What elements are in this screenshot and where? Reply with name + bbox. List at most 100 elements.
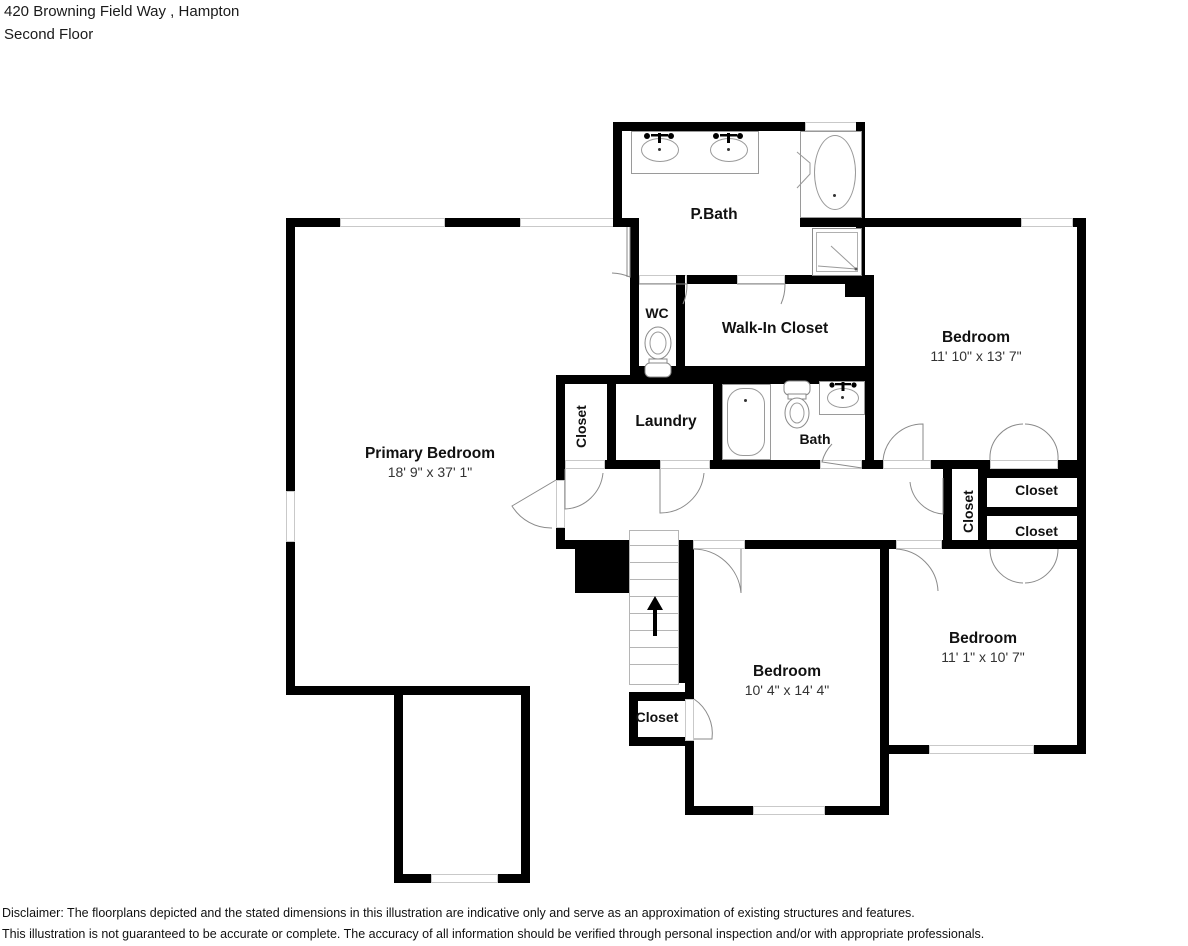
- label-closet-upper-right: Closet: [987, 481, 1086, 499]
- door-op-closet-stair: [685, 699, 694, 741]
- room-name: Primary Bedroom: [364, 445, 496, 462]
- label-laundry: Laundry: [616, 413, 716, 431]
- door-swing-closet-stair: [693, 698, 713, 740]
- stair-tread: [629, 579, 679, 580]
- faucet-left-icon: [644, 133, 674, 143]
- wall-closet-stair-bottom: [629, 737, 685, 746]
- faucet-right-icon: [713, 133, 743, 143]
- room-dimensions: 10' 4" x 14' 4": [744, 682, 830, 698]
- room-name: Closet: [635, 709, 679, 725]
- door-op-closet-tr: [990, 460, 1058, 469]
- door-op-primary-hall: [556, 480, 565, 528]
- wall-primary-left: [286, 218, 295, 690]
- stair-tread: [629, 664, 679, 665]
- door-swing-vcloset: [909, 478, 944, 515]
- oval-tub-icon: [814, 135, 856, 210]
- room-name: Bedroom: [752, 663, 822, 680]
- door-swing-closet-tr-left: [989, 423, 1024, 461]
- window-pbath-top: [805, 122, 861, 131]
- room-name: Laundry: [635, 413, 697, 430]
- label-walk-in-closet: Walk-In Closet: [690, 320, 860, 338]
- room-name: Closet: [960, 490, 976, 533]
- door-swing-walkin: [737, 283, 786, 305]
- door-op-walkin-top: [737, 275, 785, 284]
- wall-wc-right: [676, 275, 685, 375]
- wall-vcloset-bottom: [943, 540, 987, 549]
- wall-bath-right: [865, 375, 874, 469]
- door-swing-bedroom-center: [692, 548, 742, 594]
- stair-tread: [629, 596, 679, 597]
- room-name: P.Bath: [690, 206, 738, 223]
- door-swing-primary-bath: [611, 227, 631, 278]
- door-op-laundry: [660, 460, 710, 469]
- room-dimensions: 11' 10" x 13' 7": [930, 348, 1022, 364]
- room-name: Bedroom: [948, 630, 1018, 647]
- wall-pbath-left-lower: [630, 227, 639, 277]
- disclaimer-line-2: This illustration is not guaranteed to b…: [2, 927, 985, 941]
- wall-closets-right-bottom: [987, 540, 1086, 549]
- wall-bedroom-center-right: [880, 549, 889, 815]
- stair-void-block: [575, 547, 629, 593]
- window-primary-top-2: [520, 218, 620, 227]
- room-name: Closet: [1015, 523, 1058, 539]
- bath-sink-drain: [841, 396, 844, 399]
- wall-wc-left: [630, 275, 639, 375]
- wall-primary-bottom-left: [286, 686, 530, 695]
- door-swing-wc: [639, 283, 688, 305]
- sink-drain-right: [727, 148, 730, 151]
- property-address: 420 Browning Field Way , Hampton: [4, 3, 240, 20]
- wall-bedroom-tr-top: [865, 218, 1081, 227]
- label-closet-hall: Closet: [960, 490, 976, 533]
- label-bath: Bath: [775, 430, 855, 448]
- door-op-bedroom-center: [693, 540, 745, 549]
- room-name: Closet: [1015, 482, 1058, 498]
- door-swing-bedroom-tr: [882, 423, 924, 461]
- door-swing-closet-br-left: [989, 548, 1024, 584]
- wall-vcloset-left: [943, 469, 952, 549]
- wall-pbath-tub-bottom: [800, 218, 865, 227]
- door-op-bedroom-br: [896, 540, 942, 549]
- wall-walkin-right: [865, 275, 874, 375]
- room-dimensions: 11' 1" x 10' 7": [941, 649, 1025, 665]
- tub-step-icon: [796, 151, 811, 189]
- stair-tread: [629, 562, 679, 563]
- room-name: Closet: [573, 405, 589, 448]
- wall-closets-right-top: [987, 469, 1086, 478]
- wall-service-left: [556, 375, 565, 469]
- plan-disclaimer: Disclaimer: The floorplans depicted and …: [2, 903, 1186, 945]
- window-primary-top-1: [340, 218, 445, 227]
- room-name: Bedroom: [941, 329, 1011, 346]
- wall-pbath-top: [613, 122, 865, 131]
- wall-primary-top: [286, 218, 630, 227]
- wall-closet-stair-top: [629, 692, 685, 701]
- shower-inner: [816, 232, 858, 272]
- room-name: Bath: [799, 431, 831, 447]
- wall-bay-left: [394, 686, 403, 883]
- wall-bedroom-tr-bottom: [874, 460, 1086, 469]
- room-name: WC: [645, 305, 669, 321]
- label-wc: WC: [618, 304, 696, 322]
- label-closet-primary: Closet: [573, 405, 589, 448]
- wall-stair-right: [676, 540, 685, 683]
- door-swing-bedroom-br: [895, 548, 939, 592]
- toilet-wc-icon: [644, 326, 672, 378]
- door-swing-laundry: [659, 469, 705, 514]
- wall-bedroom-tr-right: [1077, 218, 1086, 536]
- door-swing-closet-primary: [564, 469, 604, 510]
- sink-drain-left: [658, 148, 661, 151]
- floorplan-canvas: Primary Bedroom 18' 9" x 37' 1" P.Bath W…: [286, 122, 1086, 883]
- label-pbath: P.Bath: [654, 206, 774, 224]
- stairs-up-arrow-icon: [647, 596, 663, 636]
- wall-vcloset-right: [978, 469, 987, 549]
- label-closet-lower-right: Closet: [987, 522, 1086, 540]
- plan-header: 420 Browning Field Way , Hampton Second …: [4, 0, 704, 46]
- door-swing-closet-tr-right: [1024, 423, 1059, 461]
- wall-bedroom-br-right: [1077, 549, 1086, 754]
- wall-service-bottom: [556, 460, 874, 469]
- door-swing-primary-hall: [511, 479, 557, 529]
- door-op-closet-primary: [565, 460, 605, 469]
- room-dimensions: 18' 9" x 37' 1": [387, 464, 473, 480]
- wall-laundry-right: [713, 375, 722, 469]
- stair-tread: [629, 647, 679, 648]
- room-name: Walk-In Closet: [721, 320, 829, 337]
